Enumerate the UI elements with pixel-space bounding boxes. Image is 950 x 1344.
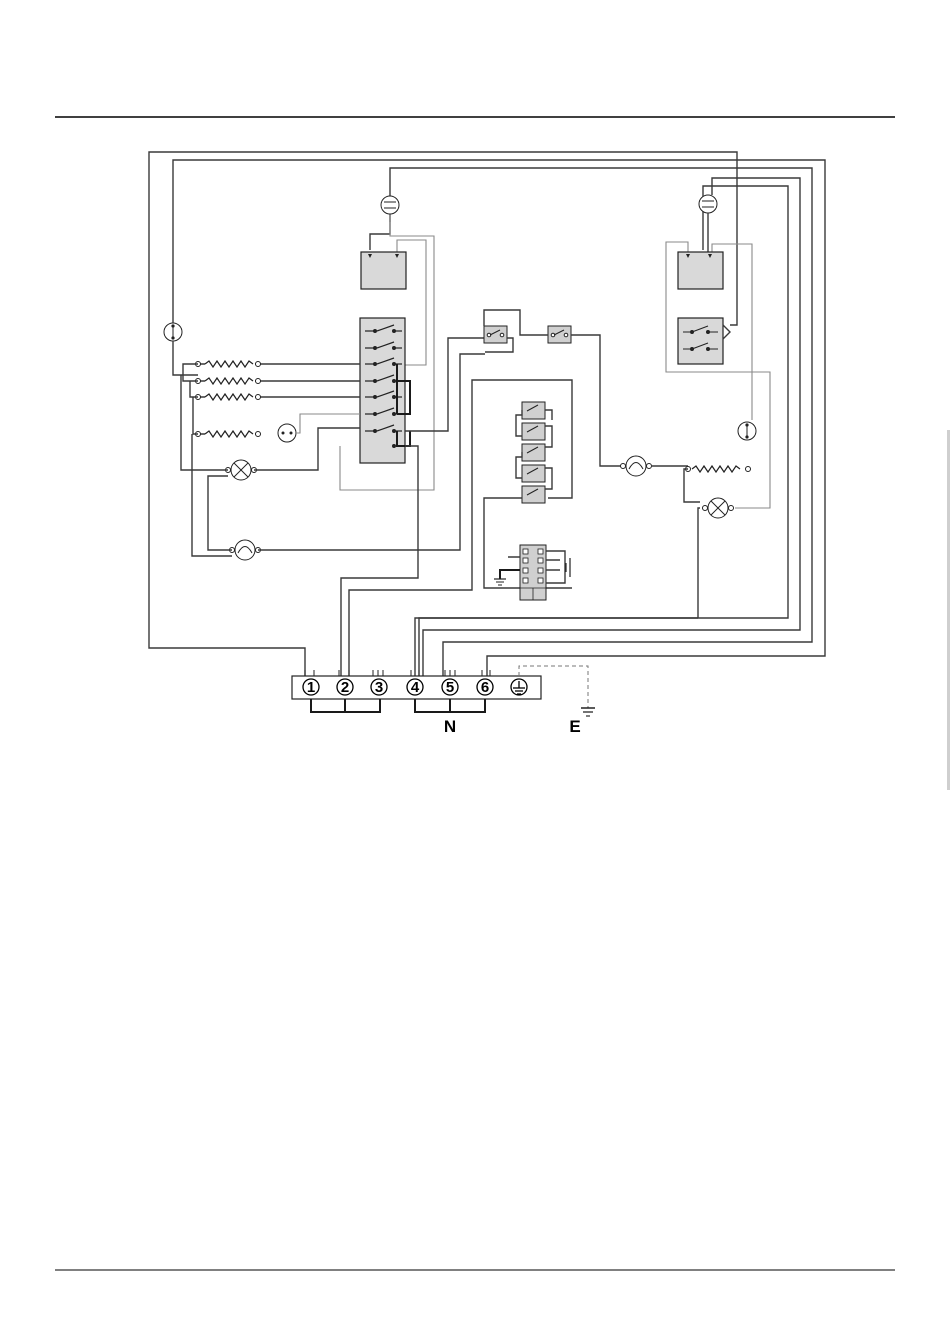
right-thermostat-box [678, 252, 723, 289]
right-neon-icon [699, 195, 717, 213]
neutral-label: N [444, 717, 456, 736]
lamp-icon [278, 424, 296, 442]
left-thermal-cutout [164, 323, 198, 375]
right-fan-motor [419, 498, 734, 676]
terminal-2-label: 2 [341, 679, 349, 696]
outer-wires [149, 152, 825, 676]
terminal-block: 1 2 3 4 5 6 N E [292, 666, 595, 736]
selector-switch-box [360, 318, 405, 463]
left-heating-elements [183, 360, 360, 438]
left-neon-icon [381, 196, 399, 214]
center-relays [484, 310, 624, 466]
right-lamp-element [621, 456, 751, 502]
right-thermal-cutout [738, 422, 756, 440]
column-switch-3 [522, 444, 545, 461]
terminal-4-label: 4 [411, 679, 420, 696]
left-thermostat-box [361, 252, 406, 289]
column-switch-1 [522, 402, 545, 419]
right-lamp-icon [626, 456, 646, 476]
earth-label: E [569, 717, 580, 736]
left-fan-motor [181, 375, 360, 480]
center-timer-module [494, 545, 570, 600]
terminal-6-label: 6 [481, 679, 489, 696]
lower-lamp-icon [235, 540, 255, 560]
right-switch-box [678, 318, 723, 364]
column-switch-4 [522, 465, 545, 482]
column-switch-2 [522, 423, 545, 440]
left-selector-switch [360, 318, 410, 463]
right-switch [678, 318, 737, 364]
terminal-3-label: 3 [375, 679, 383, 696]
column-switch-5 [522, 486, 545, 503]
terminal-1-label: 1 [307, 679, 315, 696]
right-heating-element [692, 466, 740, 472]
terminal-5-label: 5 [446, 679, 454, 696]
